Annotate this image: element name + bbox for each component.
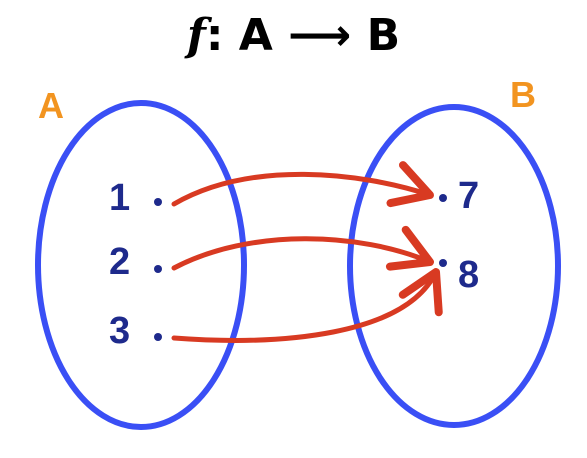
arrow-2-to-8 [171, 225, 434, 271]
element-7: 7 [458, 175, 480, 217]
dot-3 [154, 333, 162, 341]
title-codomain: B [366, 10, 401, 61]
element-8: 8 [458, 254, 480, 296]
element-3: 3 [109, 310, 131, 352]
dot-8 [439, 259, 447, 267]
element-2: 2 [109, 241, 131, 283]
arrow-1-to-7 [171, 161, 434, 208]
title-arrow: ⟶ [288, 10, 352, 61]
dot-7 [439, 194, 447, 202]
arrow-3-to-8 [171, 268, 443, 343]
dot-2 [154, 265, 162, 273]
function-name: f [186, 10, 206, 61]
dot-1 [154, 198, 162, 206]
set-b-label: B [510, 74, 536, 115]
element-1: 1 [109, 177, 131, 219]
set-a-ellipse [35, 100, 247, 430]
title-domain: A [238, 10, 273, 61]
set-b-ellipse [347, 104, 561, 428]
title-colon: : [205, 10, 224, 61]
set-a-label: A [38, 85, 64, 126]
diagram-title: f: A ⟶ B [0, 10, 587, 61]
